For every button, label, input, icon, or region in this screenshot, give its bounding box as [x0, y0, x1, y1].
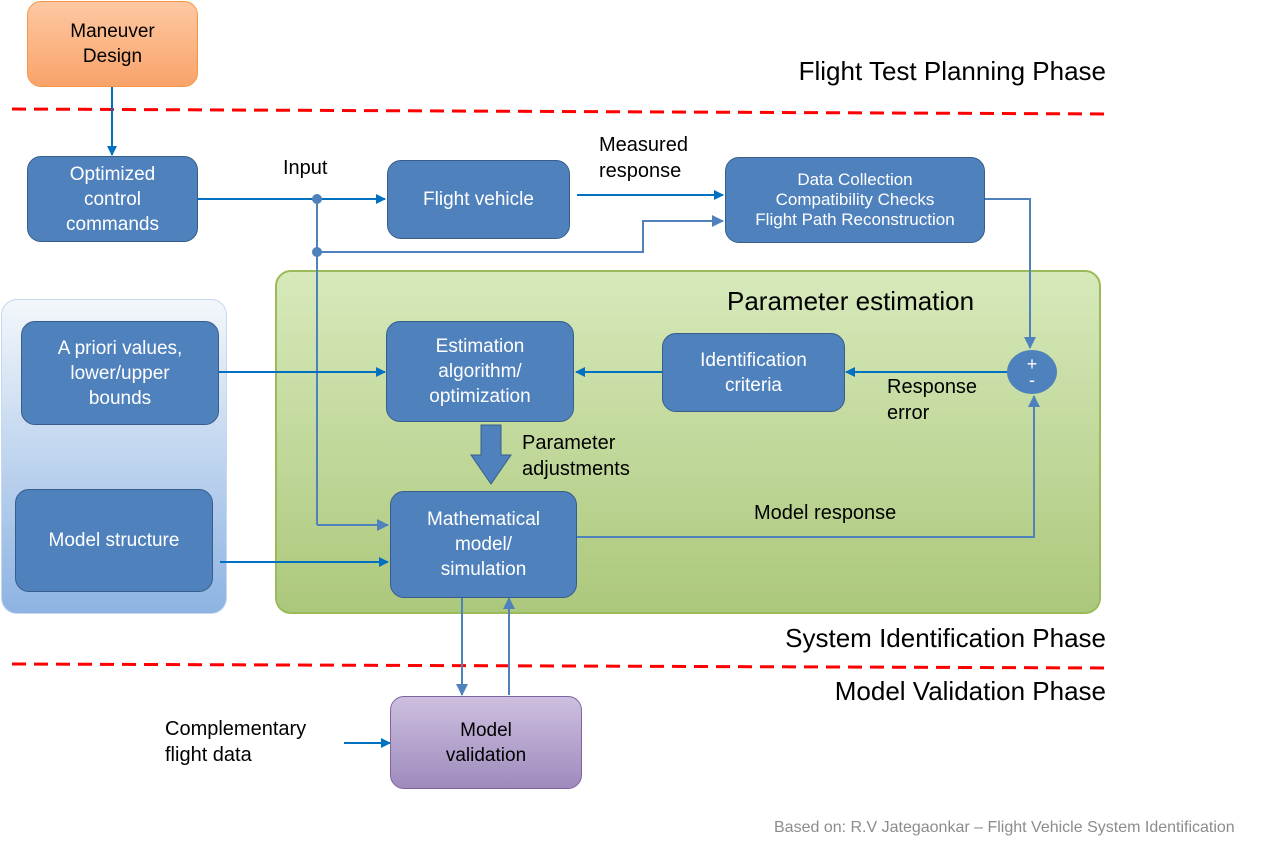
data-collection-node[interactable]: Data Collection Compatibility Checks Fli… [725, 157, 985, 243]
plus-sign: + [1026, 354, 1038, 374]
optimized-commands-node[interactable]: Optimized control commands [27, 156, 198, 242]
parameter-estimation-title: Parameter estimation [727, 286, 975, 316]
edge-input-to-data-collection [317, 215, 724, 253]
a-priori-values-node[interactable]: A priori values, lower/upper bounds [21, 321, 219, 425]
measured-response-label: Measured response [599, 134, 688, 182]
validation-phase-divider [11, 662, 1111, 670]
complementary-data-label: Complementary flight data [165, 718, 307, 766]
minus-sign: - [1029, 370, 1035, 390]
edge-model-to-sum [577, 395, 1040, 538]
planning-phase-title: Flight Test Planning Phase [798, 56, 1106, 86]
model-response-label: Model response [754, 502, 897, 524]
maneuver-design-node[interactable]: Maneuver Design [27, 1, 198, 87]
model-structure-node[interactable]: Model structure [15, 489, 213, 592]
identification-criteria-node[interactable]: Identification criteria [662, 333, 845, 412]
identification-phase-title: System Identification Phase [785, 623, 1106, 653]
flight-vehicle-node[interactable]: Flight vehicle [387, 160, 570, 239]
estimation-algorithm-node[interactable]: Estimation algorithm/ optimization [386, 321, 574, 422]
planning-phase-divider [11, 107, 1111, 116]
edge-data-collection-to-sum [985, 198, 1036, 349]
response-error-label: Response error [887, 376, 978, 424]
parameter-adjustments-label: Parameter adjustments [522, 432, 630, 480]
input-label: Input [283, 157, 328, 179]
validation-phase-title: Model Validation Phase [834, 676, 1106, 706]
source-credit: Based on: R.V Jategaonkar – Flight Vehic… [774, 819, 1235, 836]
model-validation-node[interactable]: Model validation [390, 696, 582, 789]
parameter-adjustments-arrow [470, 424, 512, 485]
summing-junction: + - [1007, 350, 1057, 394]
mathematical-model-node[interactable]: Mathematical model/ simulation [390, 491, 577, 598]
